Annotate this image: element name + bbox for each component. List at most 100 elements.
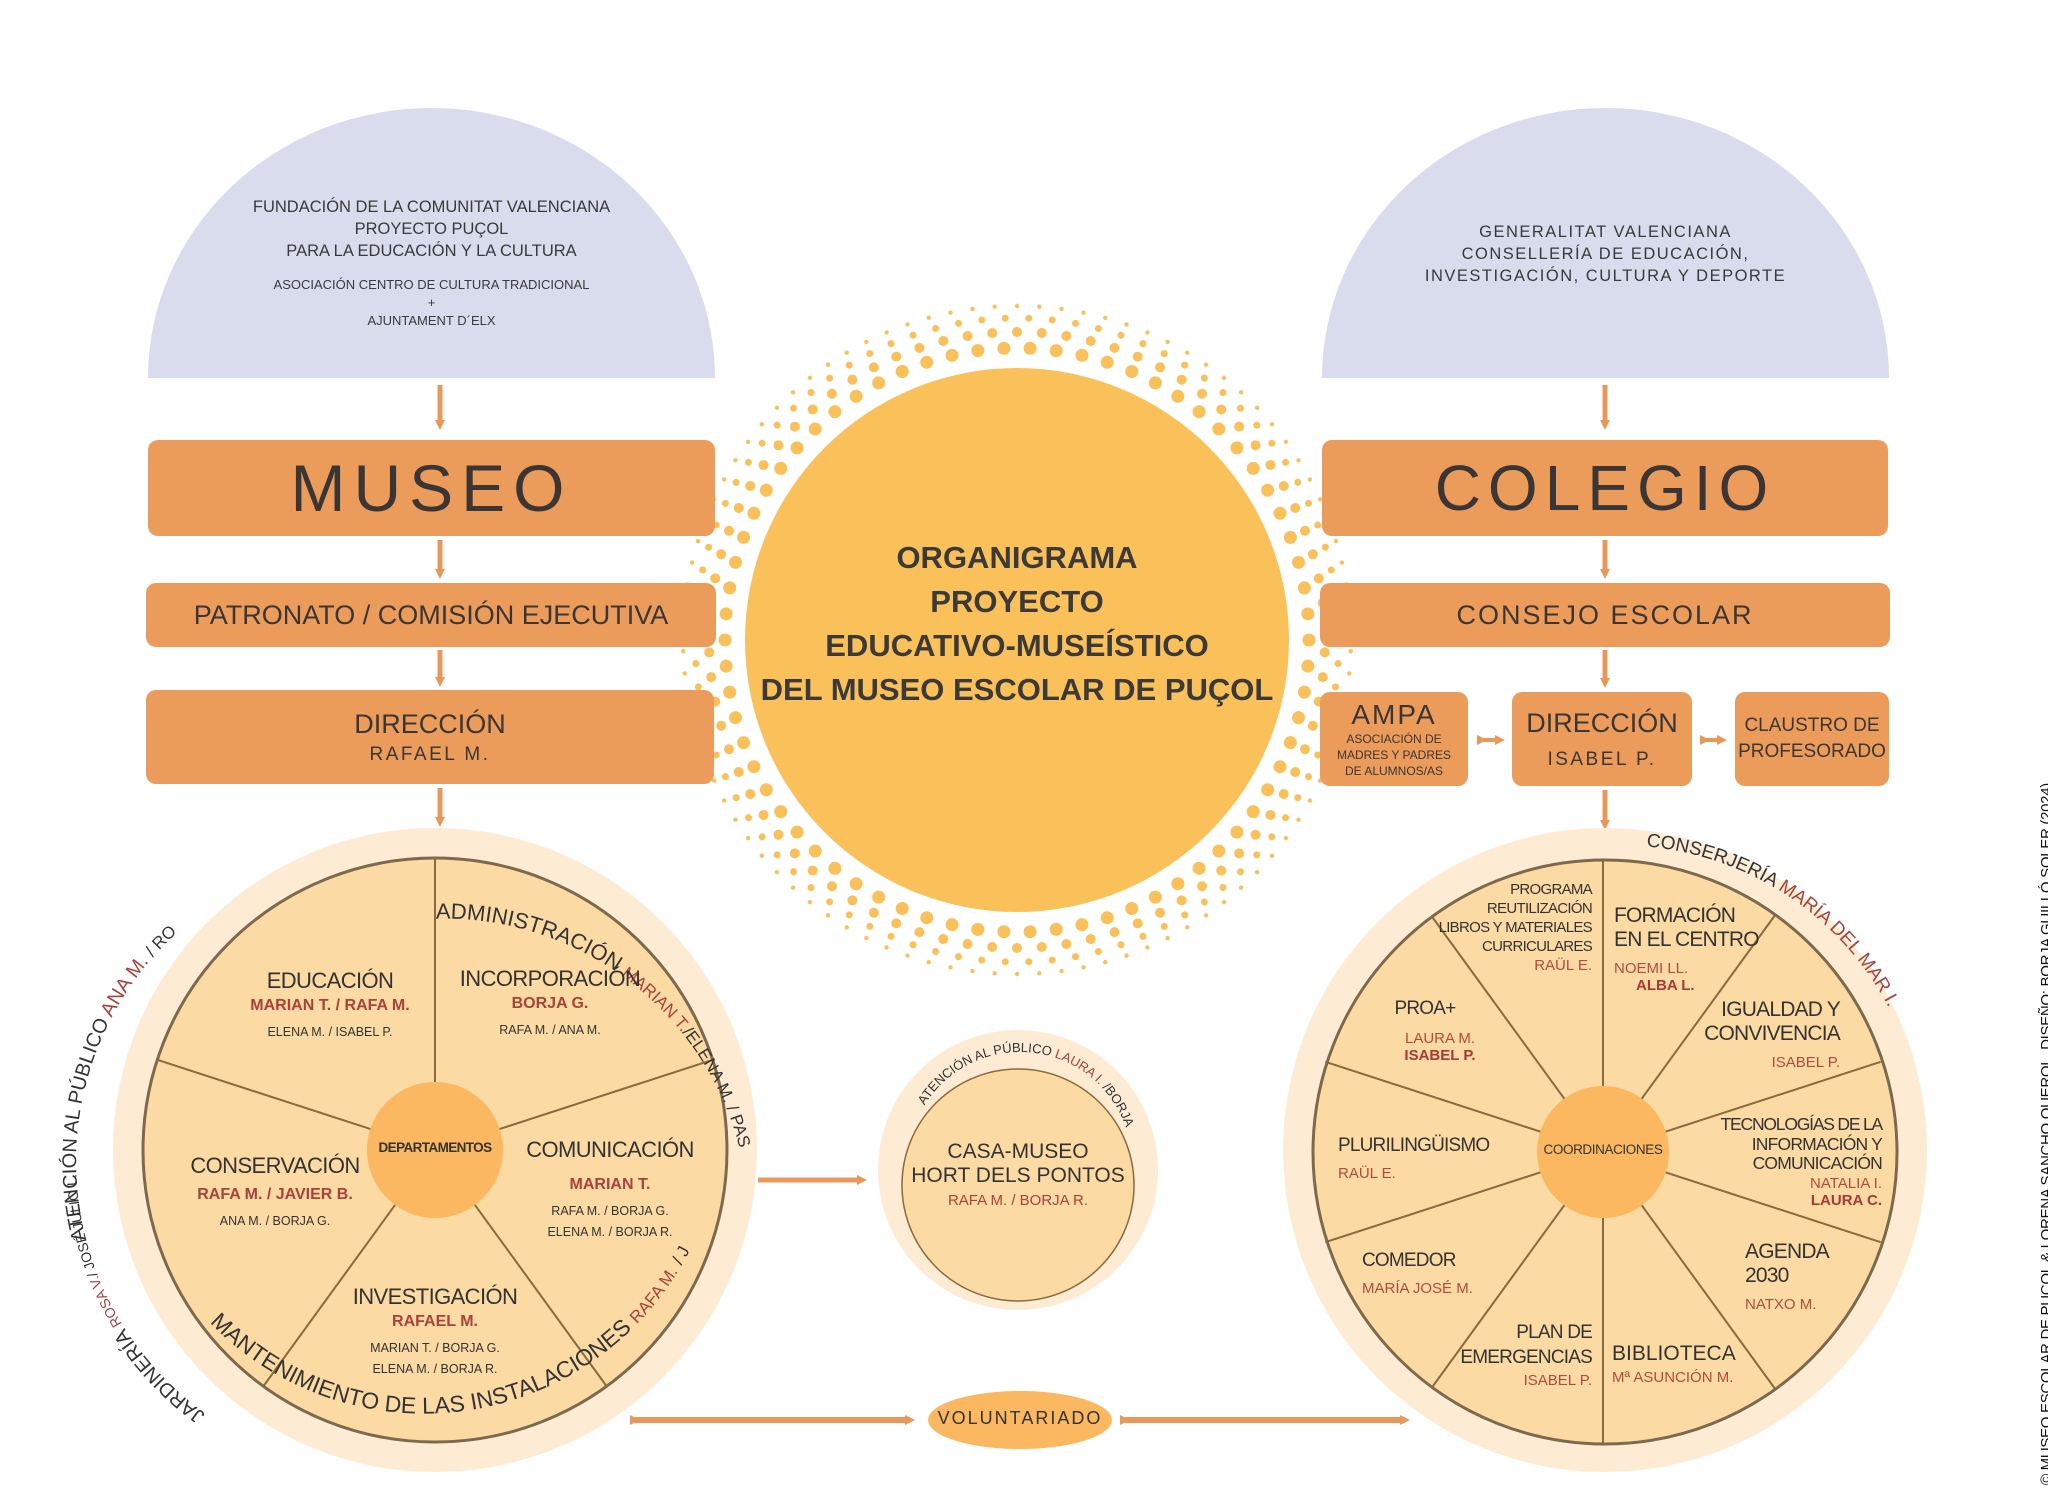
sun-dot xyxy=(732,478,740,486)
sun-dot xyxy=(1327,566,1335,574)
direccion-name: RAFAEL M. xyxy=(369,743,491,765)
sun-dot xyxy=(790,390,796,395)
dome-subline: + xyxy=(427,295,436,310)
sun-dot xyxy=(1181,911,1189,919)
sun-dot xyxy=(723,685,737,699)
sun-dot xyxy=(790,885,796,890)
departamentos-hub-label: DEPARTAMENTOS xyxy=(378,1140,493,1155)
sun-dot xyxy=(1165,935,1170,941)
sun-dot xyxy=(926,959,931,965)
sun-dot xyxy=(1297,685,1311,699)
ampa-title: AMPA xyxy=(1351,699,1437,730)
dept-staff: RAFA M. / ANA M. xyxy=(499,1022,601,1037)
sun-dot xyxy=(938,934,949,945)
dome-subline: ASOCIACIÓN CENTRO DE CULTURA TRADICIONAL xyxy=(273,277,590,292)
sun-dot xyxy=(1221,375,1227,381)
sun-dot xyxy=(1081,965,1086,970)
coord-title: COMUNICACIÓN xyxy=(1752,1153,1883,1174)
wheel-divider xyxy=(469,1197,608,1387)
direccion-title: DIRECCIÓN xyxy=(354,708,506,739)
sun-dot xyxy=(745,835,751,841)
museo-direccion-box: DIRECCIÓN RAFAEL M. xyxy=(146,690,714,784)
sun-dot xyxy=(1012,943,1022,953)
sun-dot xyxy=(790,441,804,455)
coord-title: CONVIVENCIA xyxy=(1704,1021,1841,1045)
sun-dot xyxy=(1094,324,1102,332)
sun-dot xyxy=(1282,458,1290,466)
sun-dot xyxy=(1347,671,1352,676)
sun-dot xyxy=(1139,932,1147,940)
sun-dot xyxy=(1348,648,1354,654)
sun-dot xyxy=(718,633,732,647)
coord-title: IGUALDAD Y xyxy=(1721,998,1841,1021)
sun-dot xyxy=(1238,390,1244,395)
sun-dot xyxy=(1253,421,1261,429)
sun-dot xyxy=(1061,330,1072,341)
sun-dot xyxy=(826,374,834,382)
dept-title: INVESTIGACIÓN xyxy=(352,1284,518,1309)
copyright-notice: © MUSEO ESCOLAR DE PUÇOL & LORENA SANCHO… xyxy=(2038,779,2048,1485)
sun-dot xyxy=(1203,913,1209,918)
sun-dot xyxy=(692,660,700,668)
sun-dot xyxy=(1165,339,1170,345)
sun-dot xyxy=(920,355,934,369)
sun-dot xyxy=(1036,942,1047,953)
sun-dot xyxy=(1332,683,1340,691)
sun-dot xyxy=(747,760,761,774)
sun-dot xyxy=(1037,971,1042,976)
sun-dot xyxy=(1023,341,1037,355)
sun-dot xyxy=(1155,907,1166,918)
casa-museo-circle xyxy=(878,1030,1158,1310)
coord-agenda: AGENDA 2030 NATXO M. xyxy=(1745,1240,1865,1314)
sun-dot xyxy=(807,865,818,876)
coord-igualdad: IGUALDAD Y CONVIVENCIA ISABEL P. xyxy=(1690,998,1841,1072)
sun-dot xyxy=(807,884,815,892)
sun-dot xyxy=(1103,315,1108,321)
dept-incorporacion: INCORPORACIÓN BORJA G. RAFA M. / ANA M. xyxy=(430,966,670,1041)
sun-dot xyxy=(1124,322,1129,327)
direccion-name: ISABEL P. xyxy=(1547,748,1657,770)
sun-dot xyxy=(891,918,902,929)
colegio-title: COLEGIO xyxy=(1434,452,1776,524)
sun-dot xyxy=(1283,439,1289,445)
sun-dot xyxy=(737,530,751,544)
sun-dot xyxy=(978,956,986,964)
coord-tecnologias: TECNOLOGÍAS DE LA INFORMACIÓN Y COMUNICA… xyxy=(1700,1114,1884,1209)
coord-title: PROA+ xyxy=(1394,998,1457,1019)
dome-line: INVESTIGACIÓN, CULTURA Y DEPORTE xyxy=(1424,267,1787,285)
coord-title: INFORMACIÓN Y xyxy=(1751,1133,1883,1154)
coord-title: REUTILIZACIÓN xyxy=(1486,900,1593,917)
sun-dot xyxy=(1282,814,1290,822)
sun-dot xyxy=(790,825,804,839)
sun-dot xyxy=(1221,899,1227,905)
sun-dot xyxy=(807,404,818,415)
sun-dot xyxy=(699,566,707,574)
sun-dot xyxy=(909,941,917,949)
dome-line: PROYECTO PUÇOL xyxy=(354,220,509,238)
sun-dot xyxy=(909,331,917,339)
coord-formacion: FORMACIÓN EN EL CENTRO NOEMI LL. ALBA L. xyxy=(1614,904,1784,995)
sun-dot xyxy=(759,483,773,497)
sun-dot xyxy=(1071,953,1079,961)
coord-name: ISABEL P. xyxy=(1404,1047,1476,1065)
coord-name: ISABEL P. xyxy=(1771,1054,1840,1072)
sun-dot xyxy=(774,461,788,475)
coord-title: PLAN DE xyxy=(1516,1322,1593,1343)
sun-dot xyxy=(1132,918,1143,929)
wheel-divider xyxy=(491,1058,714,1133)
colegio-box: COLEGIO xyxy=(1322,440,1888,536)
coord-plurilinguismo: PLURILINGÜISMO RAÜL E. xyxy=(1338,1135,1508,1183)
sun-dot xyxy=(1299,525,1310,536)
coordinaciones-wheel xyxy=(1283,828,1927,1472)
sun-dot xyxy=(807,388,815,396)
sun-dot xyxy=(1294,794,1302,802)
sun-dot xyxy=(1109,927,1120,938)
dome-line: CONSELLERÍA DE EDUCACIÓN, xyxy=(1461,245,1750,263)
sun-dot xyxy=(680,648,686,654)
sun-dot xyxy=(1230,441,1244,455)
sun-dot xyxy=(914,342,925,353)
sun-dot xyxy=(1307,477,1313,482)
coord-name: MARÍA JOSÉ M. xyxy=(1362,1280,1473,1298)
casa-title: CASA-MUSEO xyxy=(947,1140,1089,1163)
dept-comunicacion: COMUNICACIÓN MARIAN T. RAFA M. / BORJA G… xyxy=(500,1137,720,1243)
